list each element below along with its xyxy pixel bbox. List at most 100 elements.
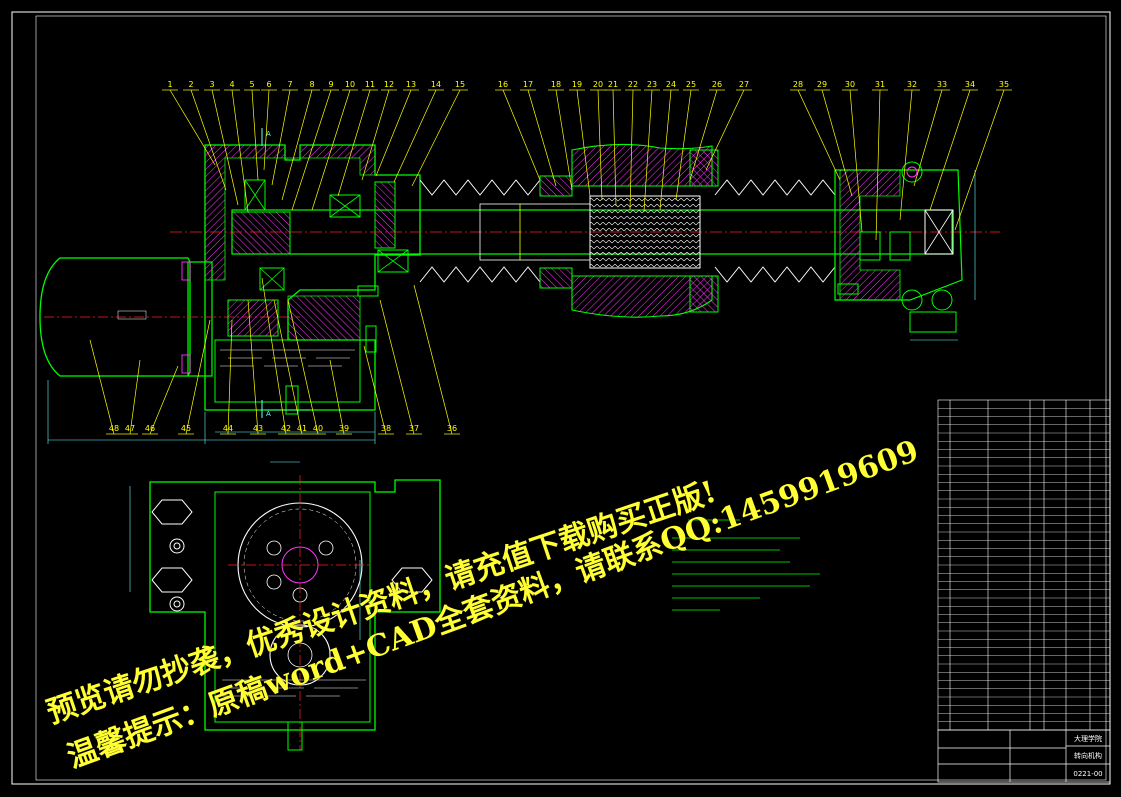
bearing-5 <box>259 267 285 291</box>
leader-lines-bottom <box>89 277 460 435</box>
side-view <box>129 475 441 751</box>
title-block-name-1: 大理学院 <box>1074 734 1102 743</box>
side-housing <box>149 479 441 731</box>
leader-line <box>361 89 390 181</box>
leader-line <box>705 89 745 171</box>
part-number-label: 27 <box>739 80 749 89</box>
part-number-label: 12 <box>384 80 394 89</box>
sheet-inner-border <box>35 15 1107 781</box>
leader-line <box>597 89 603 201</box>
part-number-label: 11 <box>365 80 375 89</box>
part-number-label: 43 <box>253 424 263 433</box>
part-number-label: 23 <box>647 80 657 89</box>
leader-line <box>875 89 881 241</box>
side-inner <box>214 491 371 723</box>
end-cap <box>374 181 396 249</box>
part-number-label: 37 <box>409 424 419 433</box>
part-number-label: 48 <box>109 424 119 433</box>
gearbox-wall-hatch <box>204 144 376 281</box>
part-number-label: 4 <box>229 80 234 89</box>
part-number-label: 30 <box>845 80 855 89</box>
bearing-11 <box>329 194 361 218</box>
leader-line <box>502 89 541 181</box>
part-number-label: 32 <box>907 80 917 89</box>
leader-line <box>413 284 453 435</box>
leader-line <box>287 299 319 435</box>
leader-line <box>169 89 216 166</box>
part-number-label: 3 <box>209 80 214 89</box>
leader-line <box>190 89 227 191</box>
leader-line <box>849 89 863 233</box>
part-number-label: 14 <box>431 80 441 89</box>
oil-plug <box>365 325 377 353</box>
part-number-label: 42 <box>281 424 291 433</box>
worm-block <box>227 299 279 337</box>
leader-line <box>261 277 287 435</box>
leader-line <box>929 89 971 211</box>
housing-flange-right-b <box>689 275 719 313</box>
bolt-lower-1 <box>901 289 923 311</box>
part-number-label: 39 <box>339 424 349 433</box>
leader-line <box>329 359 345 435</box>
part-number-label: 24 <box>666 80 676 89</box>
leader-line <box>393 89 437 183</box>
oil-level-lines <box>220 349 355 367</box>
leader-line <box>263 89 270 171</box>
leader-line <box>527 89 557 187</box>
part-number-label: 35 <box>999 80 1009 89</box>
leader-line <box>375 89 412 177</box>
side-bolt <box>357 285 379 297</box>
part-number-label: 18 <box>551 80 561 89</box>
part-number-label: 33 <box>937 80 947 89</box>
leader-line <box>271 89 291 186</box>
bellows-left <box>419 179 541 196</box>
part-number-label: 45 <box>181 424 191 433</box>
part-number-label: 7 <box>287 80 292 89</box>
mount-bracket <box>909 311 957 333</box>
leader-line <box>247 299 259 435</box>
part-number-label: 10 <box>345 80 355 89</box>
part-number-label: 47 <box>125 424 135 433</box>
title-block <box>937 729 1111 783</box>
part-number-label: 25 <box>686 80 696 89</box>
leader-line <box>689 89 718 181</box>
part-number-label: 36 <box>447 424 457 433</box>
part-number-label: 8 <box>309 80 314 89</box>
part-number-label: 16 <box>498 80 508 89</box>
steering-housing-top <box>571 143 713 187</box>
part-number-label: 41 <box>297 424 307 433</box>
leader-line <box>576 89 591 197</box>
leader-line <box>251 89 259 181</box>
side-drain <box>287 721 303 751</box>
leader-line <box>675 89 692 201</box>
part-number-label: 19 <box>572 80 582 89</box>
part-number-label: 21 <box>608 80 618 89</box>
leader-line <box>899 89 913 221</box>
ball-screw <box>589 195 701 269</box>
title-block-name-2: 转向机构 <box>1074 751 1102 760</box>
housing-flange-left-b <box>539 267 573 289</box>
part-number-label: 26 <box>712 80 722 89</box>
main-section-view <box>39 128 1000 463</box>
bearing-31 <box>859 231 881 261</box>
leader-line <box>211 89 239 206</box>
input-gear <box>231 211 291 255</box>
part-number-label: 1 <box>167 80 172 89</box>
leader-line <box>89 339 115 435</box>
part-number-label: 38 <box>381 424 391 433</box>
oil-sump <box>214 339 361 403</box>
motor-body <box>39 257 191 377</box>
leader-line <box>337 89 371 197</box>
leader-line <box>363 345 387 435</box>
rack-section <box>479 203 591 261</box>
part-number-label: 9 <box>328 80 333 89</box>
leader-line <box>129 359 141 435</box>
part-number-label: 13 <box>406 80 416 89</box>
motor-bolt-top <box>181 261 191 281</box>
tie-rod-joint <box>924 209 954 255</box>
part-number-label: 31 <box>875 80 885 89</box>
leader-line <box>629 89 634 211</box>
leader-lines-top <box>162 89 1012 241</box>
leader-line <box>555 89 573 191</box>
